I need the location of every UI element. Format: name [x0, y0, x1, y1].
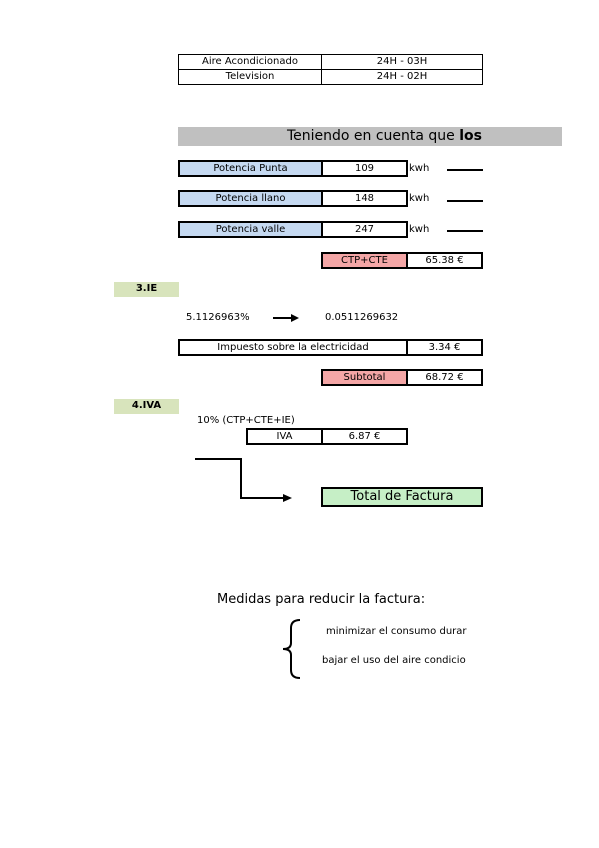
- ctp-cte-value: 65.38 €: [406, 252, 483, 269]
- iva-value: 6.87 €: [321, 428, 408, 445]
- potencia-llano-value: 148: [321, 190, 408, 207]
- ie-factor: 0.0511269632: [325, 312, 399, 323]
- potencia-valle-value: 247: [321, 221, 408, 238]
- subtotal-value: 68.72 €: [406, 369, 483, 386]
- banner-text-bold: los: [459, 128, 482, 144]
- banner: Teniendo en cuenta que los: [178, 127, 562, 146]
- potencia-llano-line: [447, 200, 483, 202]
- schedule-hours-2: 24H - 02H: [321, 69, 483, 85]
- section-ie-title: 3.IE: [114, 282, 179, 297]
- elbow-arrow-icon: [195, 458, 292, 502]
- potencia-punta-unit: kwh: [409, 163, 430, 174]
- impuesto-value: 3.34 €: [406, 339, 483, 356]
- schedule-device-2: Television: [178, 69, 322, 85]
- iva-label: IVA: [246, 428, 323, 445]
- potencia-punta-value: 109: [321, 160, 408, 177]
- potencia-valle-unit: kwh: [409, 224, 430, 235]
- schedule-hours-1: 24H - 03H: [321, 54, 483, 70]
- arrow-right-icon: [273, 314, 299, 322]
- potencia-punta-line: [447, 169, 483, 171]
- schedule-device-1: Aire Acondicionado: [178, 54, 322, 70]
- total-factura: Total de Factura: [321, 487, 483, 507]
- section-iva-title: 4.IVA: [114, 399, 179, 414]
- ie-percent: 5.1126963%: [186, 312, 250, 323]
- potencia-valle-line: [447, 230, 483, 232]
- impuesto-label: Impuesto sobre la electricidad: [178, 339, 408, 356]
- banner-text: Teniendo en cuenta que: [286, 128, 460, 144]
- curly-brace-icon: [282, 619, 301, 679]
- medida-item-1: minimizar el consumo durar: [326, 626, 467, 637]
- ctp-cte-label: CTP+CTE: [321, 252, 408, 269]
- iva-formula: 10% (CTP+CTE+IE): [197, 415, 295, 426]
- potencia-llano-unit: kwh: [409, 193, 430, 204]
- potencia-valle-label: Potencia valle: [178, 221, 323, 238]
- medidas-title: Medidas para reducir la factura:: [217, 592, 426, 607]
- medida-item-2: bajar el uso del aire condicio: [322, 655, 466, 666]
- subtotal-label: Subtotal: [321, 369, 408, 386]
- potencia-llano-label: Potencia llano: [178, 190, 323, 207]
- potencia-punta-label: Potencia Punta: [178, 160, 323, 177]
